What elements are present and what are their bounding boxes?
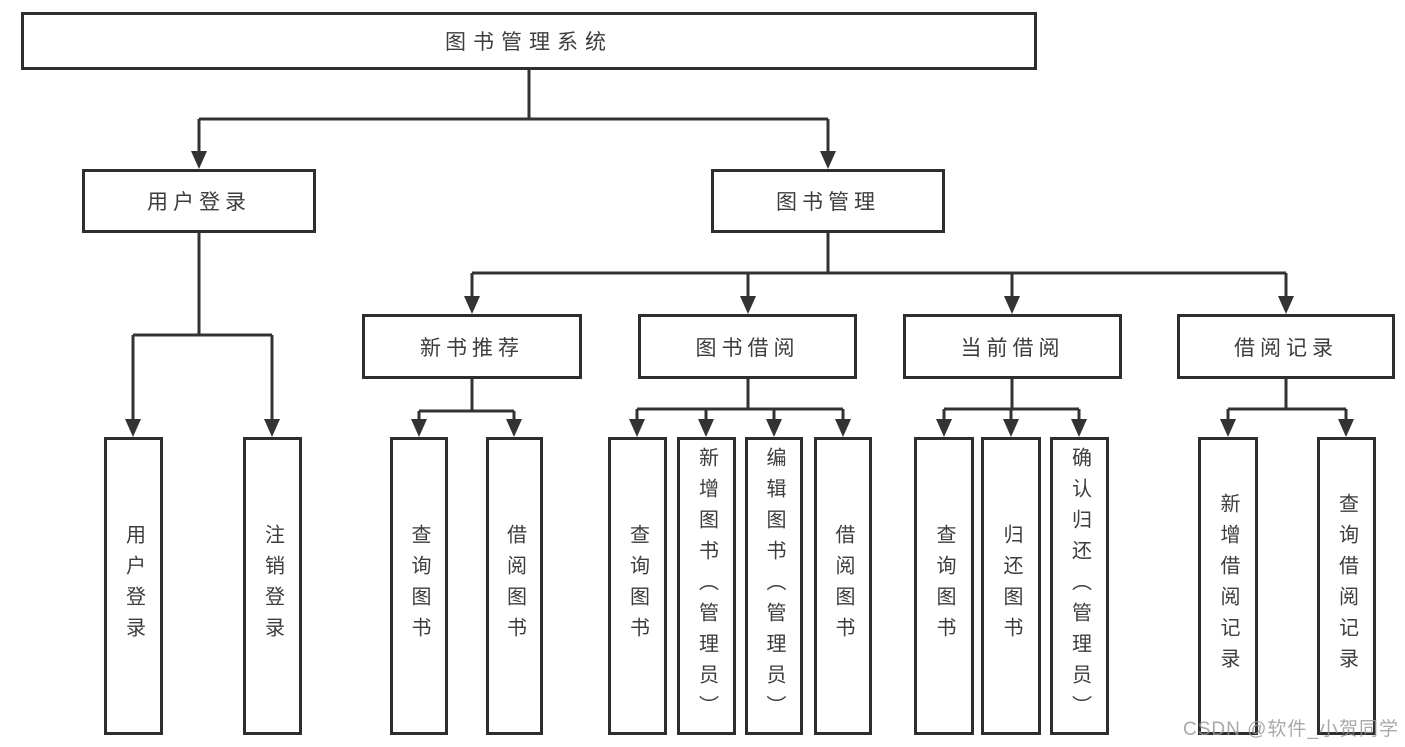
node-root-system: 图书管理系统 bbox=[21, 12, 1037, 70]
connector-book-mgmt-to-level3 bbox=[464, 233, 1294, 314]
leaf-bb-borrow-books: 借阅图书 bbox=[814, 437, 872, 735]
connector-user-login-to-leaves bbox=[125, 233, 280, 437]
connector-new-book-rec-to-leaves bbox=[411, 379, 522, 437]
csdn-watermark: CSDN @软件_小贺同学 bbox=[1183, 719, 1399, 740]
leaf-br-add-record: 新增借阅记录 bbox=[1198, 437, 1258, 735]
node-book-management: 图书管理 bbox=[711, 169, 945, 233]
leaf-cb-return-books: 归还图书 bbox=[981, 437, 1041, 735]
leaf-user-login: 用户登录 bbox=[104, 437, 163, 735]
connector-root-to-level2 bbox=[191, 70, 836, 169]
leaf-logout: 注销登录 bbox=[243, 437, 302, 735]
leaf-cb-confirm-return-admin: 确认归还（管理员） bbox=[1050, 437, 1109, 735]
leaf-bb-query-books: 查询图书 bbox=[608, 437, 667, 735]
leaf-bb-add-books-admin: 新增图书（管理员） bbox=[677, 437, 736, 735]
leaf-nbr-query-books: 查询图书 bbox=[390, 437, 448, 735]
leaf-cb-query-books: 查询图书 bbox=[914, 437, 974, 735]
connector-book-borrow-to-leaves bbox=[629, 379, 851, 437]
node-borrow-records: 借阅记录 bbox=[1177, 314, 1395, 379]
leaf-bb-edit-books-admin: 编辑图书（管理员） bbox=[745, 437, 803, 735]
node-new-book-recommend: 新书推荐 bbox=[362, 314, 582, 379]
node-current-borrow: 当前借阅 bbox=[903, 314, 1122, 379]
connector-current-borrow-to-leaves bbox=[936, 379, 1087, 437]
connector-borrow-records-to-leaves bbox=[1220, 379, 1354, 437]
leaf-br-query-record: 查询借阅记录 bbox=[1317, 437, 1376, 735]
leaf-nbr-borrow-books: 借阅图书 bbox=[486, 437, 543, 735]
node-book-borrow: 图书借阅 bbox=[638, 314, 857, 379]
node-user-login: 用户登录 bbox=[82, 169, 316, 233]
